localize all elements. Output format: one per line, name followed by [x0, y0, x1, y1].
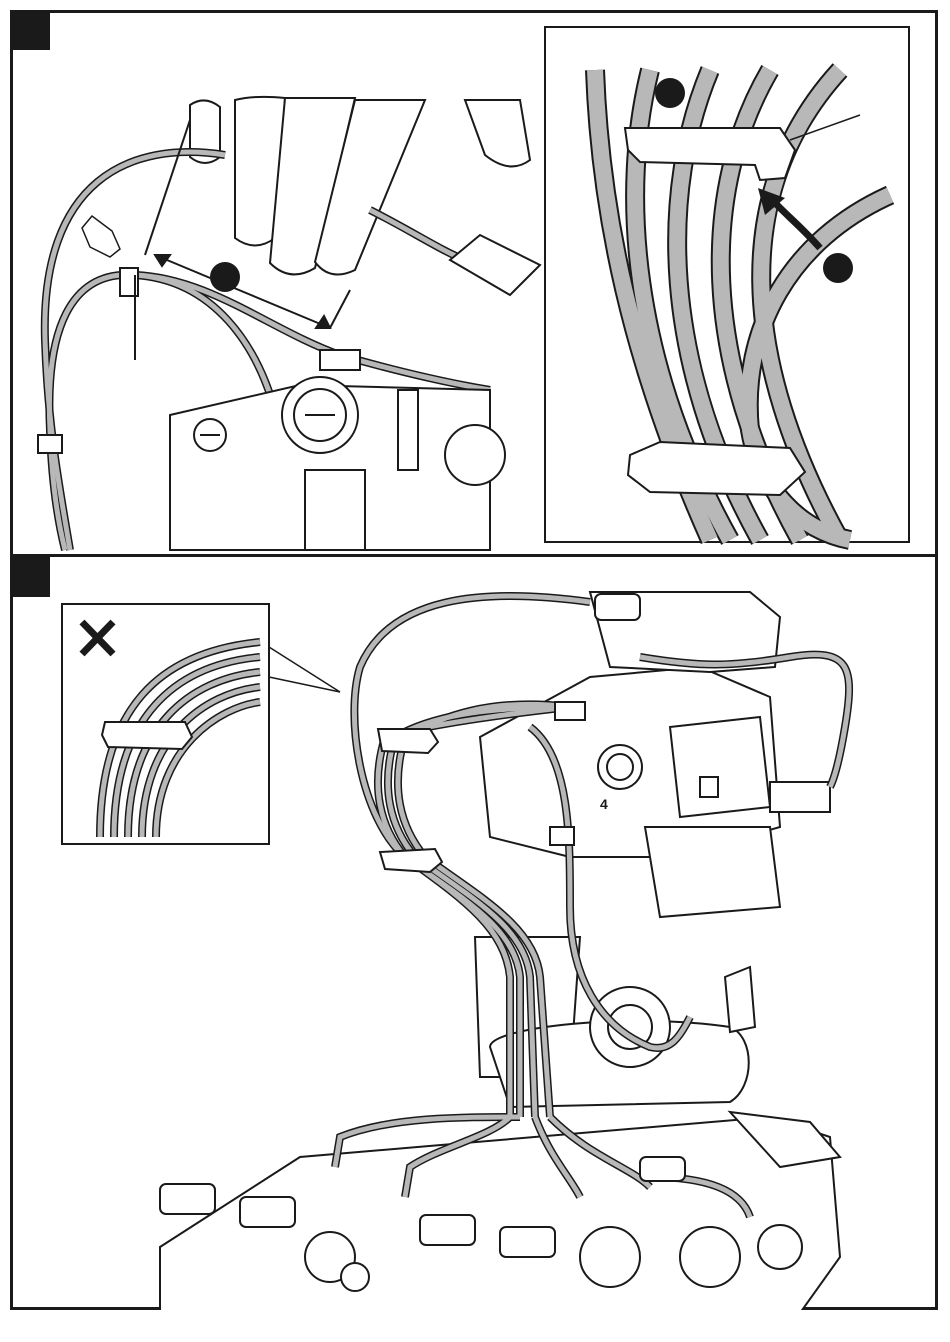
cable-clip-left	[38, 435, 62, 453]
part-number-label: 4	[600, 796, 608, 812]
cable-clip-wide	[320, 350, 360, 370]
connector-plug	[450, 235, 540, 295]
upper-mechanism	[480, 592, 830, 917]
inset-clip	[102, 722, 192, 749]
pointing-hand-icon	[82, 216, 120, 257]
inset-clip-bottom	[628, 442, 805, 495]
callout-marker	[823, 253, 853, 283]
step-1-illustration	[10, 10, 938, 554]
callout-marker	[210, 262, 240, 292]
callout-marker	[655, 78, 685, 108]
mechanism	[170, 377, 505, 550]
step-1-panel	[10, 10, 938, 554]
step-2-panel: 4	[10, 554, 938, 1310]
step-2-illustration: 4	[10, 557, 938, 1310]
